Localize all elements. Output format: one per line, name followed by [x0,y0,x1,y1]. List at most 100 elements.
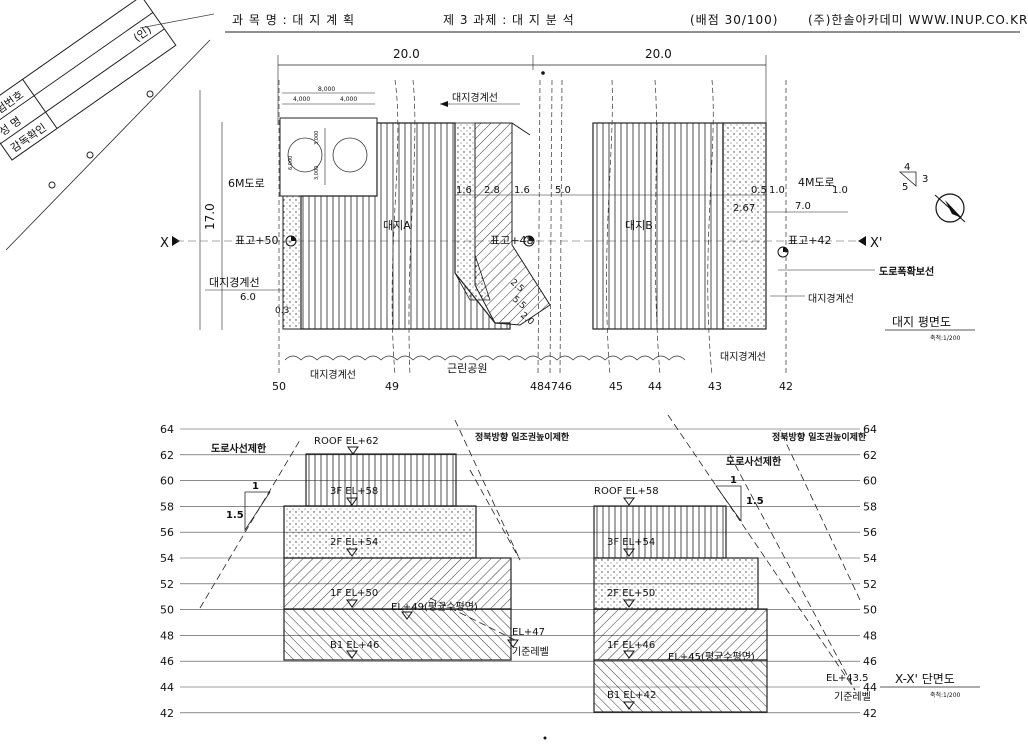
dim-2-67: 2.67 [733,203,755,214]
a-b1-label: B1 EL+46 [330,640,379,651]
b-b1-label: B1 EL+42 [607,690,656,701]
level-label-right: 50 [863,604,877,617]
level-label-right: 48 [863,629,877,642]
a-1f-label: 1F EL+50 [330,588,378,599]
level-label-right: 46 [863,655,877,668]
dim-1-0a: 1.0 [769,185,785,196]
section-scale: 축척:1/200 [930,691,961,699]
level-label-right: 64 [863,423,877,436]
b-roof-label: ROOF EL+58 [594,486,659,497]
dim-1-6b: 1.6 [514,185,530,196]
level-label-left: 64 [160,423,174,436]
company-text: (주)한솔아카데미 WWW.INUP.CO.KR [808,13,1028,27]
dim-5-0: 5.0 [555,185,571,196]
b-avg-label: EL+45(평균수평면) [668,651,755,663]
boundary-label-right: 대지경계선 [808,292,854,305]
a-avg-label: EL+49(평균수평면) [391,601,478,613]
plan-title: 대지 평면도 [892,315,951,329]
slope-1-5a: 1.5 [226,510,244,521]
contour-45: 45 [609,380,623,393]
road-slant-right-label: 도로사선제한 [726,455,782,468]
dim-1-6a: 1.6 [456,185,472,196]
dim-0-3: 0.3 [275,306,289,316]
assignment-title: 제 3 과제 : 대 지 분 석 [443,13,575,27]
contour-50: 50 [272,380,286,393]
boundary-label-top: 대지경계선 [452,91,498,104]
road-6m-label: 6M도로 [228,177,265,190]
park-label: 근린공원 [447,362,487,375]
contour-49: 49 [385,380,399,393]
a-ref-label: EL+47 [512,627,545,638]
dim-7-0: 7.0 [795,201,811,212]
sun-limit-left-label: 정북방향 일조권높이제한 [475,431,570,443]
slope-1a: 1 [252,481,259,492]
dim-4000b: 4,000 [340,96,357,103]
stamp-box: 수험번호 성 명 감독확인 (인) [0,0,177,161]
level-label-right: 54 [863,552,877,565]
boundary-label-bottom-left: 대지경계선 [310,368,356,381]
b-base-label: 기준레벨 [834,691,871,703]
sun-limit-right-label: 정북방향 일조권높이제한 [772,431,867,443]
road-widening-label: 도로폭확보선 [879,265,934,278]
level-label-right: 62 [863,449,877,462]
dim-4000a: 4,000 [293,96,310,103]
slope-1-5b: 1.5 [746,496,764,507]
a-2f-label: 2F EL+54 [330,537,378,548]
boundary-label-bottom-right: 대지경계선 [720,350,766,363]
level-label-right: 60 [863,475,877,488]
contour-42: 42 [779,380,793,393]
dim-6-0: 6.0 [240,292,256,303]
level-label-left: 52 [160,578,174,591]
level-label-left: 44 [160,681,174,694]
dim-height: 17.0 [203,203,217,230]
level-label-left: 50 [160,604,174,617]
a-roof-label: ROOF EL+62 [314,436,379,447]
score-text: (배점 30/100) [690,13,779,27]
level-label-left: 62 [160,449,174,462]
level-label-left: 46 [160,655,174,668]
b-3f-label: 3F EL+54 [607,537,655,548]
site-a-label: 대지A [383,219,411,232]
level-48-label: 표고+48 [490,234,533,247]
level-label-right: 42 [863,707,877,720]
dim-6000: 6,000 [288,156,294,170]
site-plan: 20.0 20.0 8,000 4,000 4,000 17.0 6M도로 6,… [160,47,975,393]
level-label-left: 56 [160,526,174,539]
level-label-left: 60 [160,475,174,488]
b-1f-label: 1F EL+46 [607,640,655,651]
section-title: X-X' 단면도 [895,672,955,686]
slope-5: 5 [902,182,908,193]
road-4m-label: 4M도로 [798,176,835,189]
slope-1b: 1 [730,475,737,486]
dim-left-width: 20.0 [393,47,420,61]
level-42-label: 표고+42 [788,234,831,247]
dim-8000: 8,000 [318,86,335,93]
level-50-label: 표고+50 [235,234,278,247]
plan-scale: 축척:1/200 [930,334,961,342]
contour-43: 43 [708,380,722,393]
level-label-right: 44 [863,681,877,694]
slope-4: 4 [904,162,910,173]
section-x-right: X' [870,236,882,251]
level-label-right: 56 [863,526,877,539]
dim-1-0b: 1.0 [832,185,848,196]
contour-484746: 484746 [530,380,572,393]
level-label-left: 54 [160,552,174,565]
boundary-label-left: 대지경계선 [209,276,260,289]
north-arrow-icon [934,193,966,223]
subject-title: 과 목 명 : 대 지 계 획 [232,13,356,27]
level-label-right: 58 [863,500,877,513]
a-base-label: 기준레벨 [512,646,549,658]
level-label-left: 42 [160,707,174,720]
section-x-left: X [160,236,169,251]
dim-right-width: 20.0 [645,47,672,61]
b-2f-label: 2F EL+50 [607,588,655,599]
b-ref-label: EL+43.5 [826,673,869,684]
site-b-label: 대지B [625,219,653,232]
road-slant-left-label: 도로사선제한 [211,442,267,455]
slope-3: 3 [922,174,928,185]
a-3f-label: 3F EL+58 [330,486,378,497]
